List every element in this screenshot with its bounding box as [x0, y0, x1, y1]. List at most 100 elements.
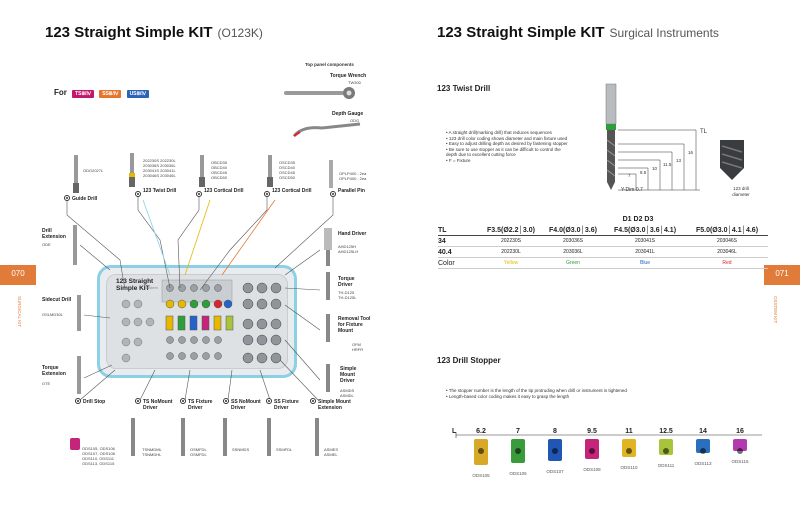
parallel-pin-codes: OPLP400 : 2ea OPLP400 : 2ea [339, 171, 367, 181]
stopper-item: 11 ODS110 [620, 428, 638, 470]
torque-driver-label: Torque Driver [338, 276, 355, 288]
torque-wrench-label: Torque Wrench [330, 73, 367, 79]
guide-drill-marker [64, 195, 70, 201]
ss-nomount-label: SS NoMount Driver [231, 399, 261, 411]
guide-drill-label: Guide Drill [72, 196, 98, 202]
ts-nomount-codes: TSNMDML TSNMDHL [142, 447, 162, 457]
twist-drill-diagram [605, 83, 700, 191]
depth-gauge-code: ODG [350, 118, 360, 123]
drill-stop-label: Drill Stop [83, 399, 106, 405]
guide-drill-image [73, 155, 79, 193]
twist-drill-bullets: • A straight drill(marking drill) that r… [446, 130, 568, 163]
torque-driver-image [326, 272, 330, 300]
drill-extension-label: Drill Extension [42, 228, 66, 240]
dim-tl: TL [700, 129, 708, 135]
table-row: 40.4 202230L 203036L 203041L 203046L [438, 247, 768, 258]
torque-wrench-image [284, 87, 355, 99]
kit-tray: 123 Straight Simple KIT osstem [97, 265, 297, 378]
table-row: 34 202230S 203036S 203041S 203046S [438, 236, 768, 247]
cortical-drill-1-label: 123 Cortical Drill [204, 188, 244, 194]
dim-16: 16 [688, 150, 694, 155]
depth-gauge-label: Depth Gauge [332, 111, 364, 117]
sidecut-drill-code: OSLMD30L [42, 312, 63, 317]
dim-7: 7 [628, 173, 631, 178]
stopper-body [696, 439, 710, 454]
ts-fixture-image [181, 418, 185, 456]
stopper-body [622, 439, 636, 457]
twist-drill-table: D1 D2 D3 TL F3.5(Ø2.2│3.0) F4.0(Ø3.0│3.6… [438, 216, 768, 269]
cortical-drill-1-marker [196, 191, 202, 197]
torque-extension-label: Torque Extension [42, 365, 66, 377]
twist-drill-heading: 123 Twist Drill [437, 84, 491, 93]
ts-nomount-image [131, 418, 135, 456]
table-color-row: Color Yellow Green Blue Red [438, 258, 768, 269]
ss-nomount-codes: SSNMDS [232, 447, 250, 452]
simple-mount-ext-label: Simple Mount Extension [318, 399, 351, 411]
side-text-right: OSSTEM KIT [773, 296, 778, 324]
dim-10: 10 [652, 166, 658, 171]
ts-fixture-marker [180, 398, 186, 404]
kit-tray-slots [121, 279, 282, 364]
simple-mount-ext-image [315, 418, 319, 456]
badge-us: USⅢ/Ⅳ [126, 90, 149, 98]
simple-mount-driver-image [326, 364, 330, 392]
stopper-item: 8 ODS107 [546, 428, 564, 474]
for-row: For TSⅢ/Ⅳ SSⅢ/Ⅳ USⅢ/Ⅳ [54, 88, 149, 98]
stopper-item: 12.5 ODS111 [657, 428, 675, 468]
dim-8-5: 8.5 [640, 170, 647, 175]
simple-mount-driver-label: Simple Mount Driver [340, 366, 357, 384]
y-dim-label: Y-Dim 0.7 [621, 187, 643, 193]
sidecut-drill-label: Sidecut Drill [42, 297, 72, 303]
removal-tool-label: Removal Tool for Fixture Mount [338, 316, 371, 334]
stopper-item: 14 ODS113 [694, 428, 712, 466]
kit-tray-title: 123 Straight Simple KIT [116, 278, 154, 292]
simple-mount-ext-marker [310, 398, 316, 404]
drill-stopper-heading: 123 Drill Stopper [437, 356, 501, 365]
ss-nomount-marker [223, 398, 229, 404]
drill-diameter-caption: 123 drill diameter [732, 186, 750, 197]
page-number-right: 071 [764, 265, 800, 285]
simple-mount-driver-codes: ASMDS ASMDL [340, 388, 355, 398]
stopper-l-label: L [452, 428, 457, 435]
kit-tray-brand: osstem [145, 285, 158, 290]
stopper-body [548, 439, 562, 461]
stopper-item: 6.2 ODS105 [472, 428, 490, 478]
hand-driver-label: Hand Driver [338, 231, 367, 237]
stopper-body [659, 439, 673, 455]
stopper-item: 9.5 ODS108 [583, 428, 601, 472]
twist-drill-image [129, 153, 135, 187]
ss-fixture-image [267, 418, 271, 456]
drill-stop-image [70, 438, 80, 450]
ss-nomount-image [223, 418, 227, 456]
drill-extension-code: ODE [42, 242, 51, 247]
ss-fixture-label: SS Fixture Driver [274, 399, 299, 411]
twist-drill-marker [135, 191, 141, 197]
torque-wrench-code: TW300 [348, 80, 361, 85]
stopper-item: 16 ODS115 [731, 428, 749, 464]
leader-lines [66, 197, 334, 401]
hand-driver-codes: AHD125H AHD125LH [338, 244, 359, 254]
torque-extension-image [77, 356, 81, 394]
simple-mount-ext-codes: ASMES ASMEL [324, 447, 339, 457]
stopper-l-axis [455, 432, 762, 438]
table-d-header: D1 D2 D3 [622, 216, 654, 223]
drill-stopper-bullets: • The stopper number is the length of th… [446, 388, 627, 399]
parallel-pin-marker [330, 191, 336, 197]
twist-drill-label: 123 Twist Drill [143, 188, 177, 194]
left-page-title-code: (O123K) [217, 26, 263, 40]
ss-fixture-marker [266, 398, 272, 404]
stopper-body [474, 439, 488, 465]
badge-ss: SSⅢ/Ⅳ [99, 90, 122, 98]
cortical-drill-2-marker [264, 191, 270, 197]
cortical-drill-1-codes: OBCD35 OBCD40 OBCD45 OBCD50 [211, 160, 228, 180]
dim-11-5: 11.5 [663, 162, 672, 167]
drill-stop-codes: ODS105, ODS106 ODS107, ODS108 ODS110, OD… [82, 446, 115, 466]
drill-stop-marker [75, 398, 81, 404]
drill-extension-image [73, 225, 77, 265]
cortical-drill-2-image [267, 155, 273, 187]
top-panel-heading: Top panel components [305, 62, 354, 67]
cortical-drill-2-codes: OSCD35 OSCD40 OSCD45 OSCD50 [279, 160, 296, 180]
removal-tool-image [326, 314, 330, 342]
ts-fixture-codes: OSMFDL OSMFDL [190, 447, 207, 457]
